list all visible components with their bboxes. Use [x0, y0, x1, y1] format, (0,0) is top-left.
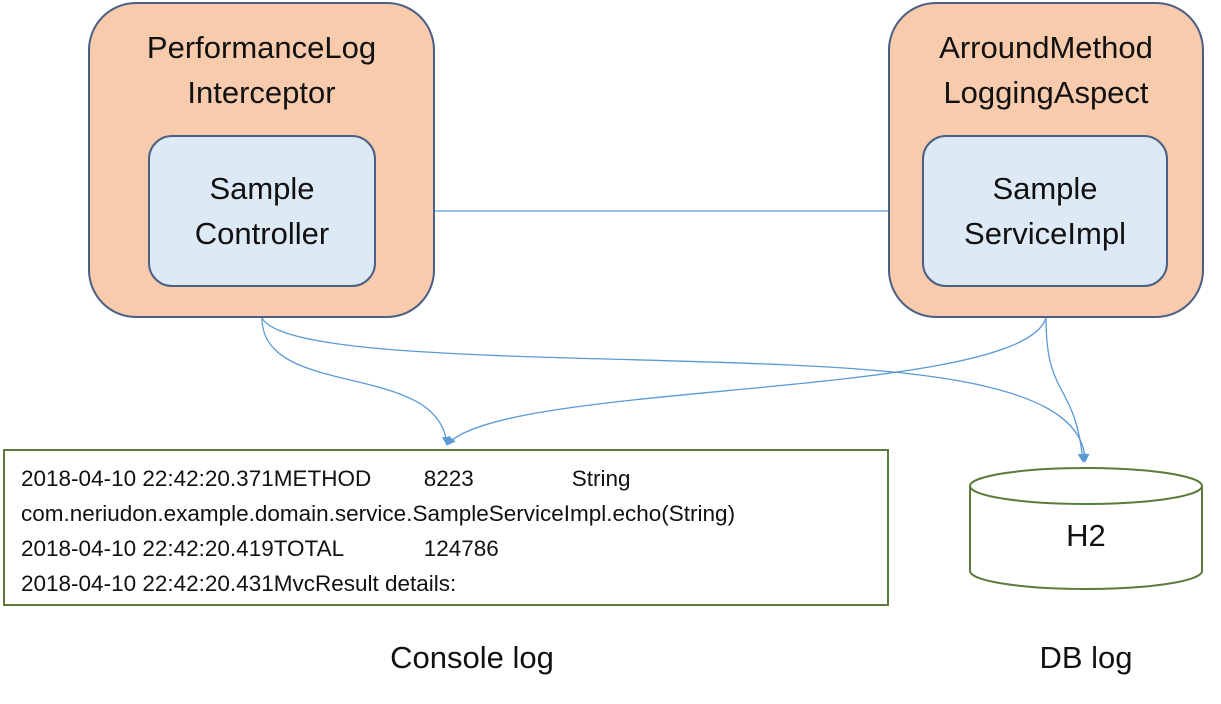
database-cylinder: [969, 467, 1203, 590]
console-line-1: 2018-04-10 22:42:20.371 METHOD 8223 Stri…: [21, 461, 887, 496]
db-log-caption: DB log: [1039, 640, 1133, 675]
aspect-title: ArroundMethod LoggingAspect: [939, 30, 1153, 110]
service-label: Sample ServiceImpl: [964, 171, 1126, 251]
console-line-1-type: METHOD: [273, 466, 372, 491]
console-line-4: 2018-04-10 22:42:20.431 MvcResult detail…: [21, 566, 887, 601]
interceptor-to-db-arrow: [261, 317, 1090, 463]
console-line-2-text: com.neriudon.example.domain.service.Samp…: [21, 501, 736, 526]
aspect-to-db-arrow: [1045, 317, 1087, 463]
console-line-3-value: 124786: [423, 536, 499, 561]
console-log-box: 2018-04-10 22:42:20.371 METHOD 8223 Stri…: [3, 449, 889, 606]
db-label: H2: [1066, 518, 1106, 553]
console-line-1-extra: String: [571, 466, 631, 491]
console-line-3: 2018-04-10 22:42:20.419 TOTAL 124786: [21, 531, 887, 566]
console-line-3-time: 2018-04-10 22:42:20.419: [21, 536, 274, 561]
aspect-to-console-arrow: [446, 317, 1047, 446]
interceptor-title: PerformanceLog Interceptor: [146, 30, 377, 110]
console-line-2: com.neriudon.example.domain.service.Samp…: [21, 496, 887, 531]
interceptor-to-console-arrow: [261, 317, 451, 446]
controller-box: Sample Controller: [148, 135, 376, 287]
console-log-caption: Console log: [390, 640, 554, 675]
controller-label: Sample Controller: [194, 171, 330, 251]
console-line-1-time: 2018-04-10 22:42:20.371: [21, 466, 274, 491]
service-box: Sample ServiceImpl: [922, 135, 1168, 287]
console-line-1-value: 8223: [423, 466, 474, 491]
console-line-4-time: 2018-04-10 22:42:20.431: [21, 571, 274, 596]
console-line-3-type: TOTAL: [273, 536, 345, 561]
console-line-4-type: MvcResult details:: [273, 571, 457, 596]
